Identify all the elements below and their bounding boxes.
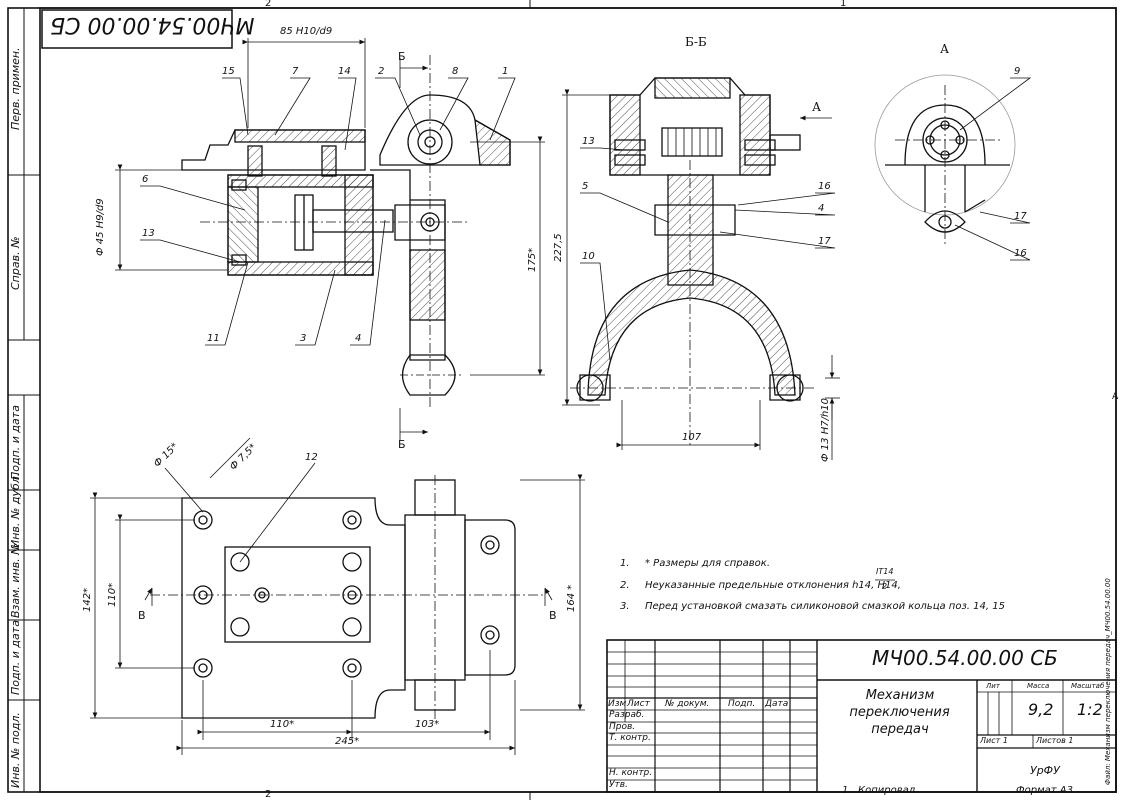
strip-replace-no: Взам. инв. №	[9, 543, 22, 618]
balloon-1: 1	[502, 66, 509, 77]
balloon-14: 14	[338, 66, 351, 77]
title-block	[606, 639, 1117, 793]
strip-dup-no: Инв. № дубл.	[9, 472, 22, 548]
front-dimensions	[115, 38, 545, 440]
hdr-izm: Изм	[608, 699, 627, 709]
view-arrow-a: А	[812, 100, 822, 114]
dim-13: Ф 13 H7/h10	[820, 397, 831, 462]
note-2-num: 2.	[620, 580, 630, 591]
balloon-s13: 13	[582, 136, 595, 147]
mirrored-designation: МЧ00.54.00.00 СБ	[50, 12, 255, 37]
outer-frame	[7, 0, 1117, 800]
zone-mark-top-left: 2	[265, 0, 272, 9]
cut-arrow-top: Б	[398, 50, 406, 63]
col-scale: Масштаб	[1071, 682, 1105, 690]
dim-45: Ф 45 H9/d9	[95, 198, 106, 256]
mass-value: 9,2	[1028, 700, 1054, 719]
balloon-15: 15	[222, 66, 235, 77]
cut-arrow-bottom: Б	[398, 438, 406, 451]
view-arrow-v-right: В	[549, 609, 557, 622]
scale-value: 1:2	[1077, 700, 1103, 719]
balloon-s4: 4	[818, 203, 825, 214]
copied: Копировал	[858, 785, 916, 796]
designation: МЧ00.54.00.00 СБ	[872, 646, 1058, 670]
hdr-sign: Подп.	[728, 699, 756, 709]
view-a	[874, 74, 1016, 245]
zone-mark-right: A	[1112, 392, 1119, 402]
balloon-v17: 17	[1014, 211, 1027, 222]
col-mass: Масса	[1027, 682, 1050, 690]
col-lit: Лит	[986, 682, 1000, 690]
title-line-1: Механизм	[865, 688, 935, 703]
note-2: Неуказанные предельные отклонения h14, H…	[645, 580, 901, 591]
balloon-s16: 16	[818, 181, 831, 192]
note-1: * Размеры для справок.	[645, 558, 771, 569]
mirrored-designation-box	[41, 9, 233, 49]
zone-mark-top-right: 1	[840, 0, 847, 9]
strip-ref-no: Справ. №	[9, 236, 22, 290]
strip-sign-date-2: Подп. и дата	[9, 620, 22, 695]
side-note: Файл: Механизм переключения передач_МЧ00…	[1104, 578, 1112, 785]
balloon-v9: 9	[1014, 66, 1021, 77]
dim-175: 175*	[527, 247, 538, 272]
balloon-4: 4	[355, 333, 362, 344]
organization: УрФУ	[1030, 764, 1060, 777]
balloon-2: 2	[378, 66, 385, 77]
leaders	[140, 77, 1032, 361]
balloon-s10: 10	[582, 251, 595, 262]
strip-first-use: Перв. примен.	[9, 47, 22, 130]
balloon-13: 13	[142, 228, 155, 239]
title-line-2: переключения	[849, 705, 950, 720]
dim-142: 142*	[82, 587, 93, 612]
hdr-doc: № докум.	[665, 699, 710, 709]
role-norm-control: Н. контр.	[609, 768, 653, 778]
view-arrow-v-left: В	[138, 609, 146, 622]
role-approved: Утв.	[609, 780, 628, 790]
sheets-label: Листов 1	[1036, 736, 1074, 745]
hdr-list: Лист	[627, 699, 650, 709]
dim-164: 164 *	[566, 584, 577, 612]
section-dimensions	[562, 89, 840, 460]
dim-110-v: 110*	[107, 582, 118, 607]
dim-103: 103*	[415, 719, 440, 730]
note-2-frac-bottom: 2	[882, 582, 888, 591]
dim-110-h: 110*	[270, 719, 295, 730]
copied-num: 1	[842, 785, 849, 796]
role-developer: Разраб.	[609, 710, 645, 720]
dim-107: 107	[682, 432, 702, 443]
role-checker: Пров.	[609, 722, 636, 732]
zone-mark-bottom-left: 2	[265, 789, 272, 800]
dim-85: 85 H10/d9	[280, 26, 333, 37]
balloon-s17: 17	[818, 236, 831, 247]
note-3: Перед установкой смазать силиконовой сма…	[645, 601, 1005, 612]
plan-dimensions	[90, 437, 585, 755]
note-3-num: 3.	[620, 601, 630, 612]
role-tech-control: Т. контр.	[609, 733, 651, 743]
view-label: А	[940, 42, 950, 56]
hdr-date: Дата	[765, 699, 789, 709]
front-view	[181, 55, 511, 410]
note-1-num: 1.	[620, 558, 630, 569]
format: Формат А3	[1016, 785, 1073, 796]
balloon-3: 3	[300, 333, 307, 344]
strip-sign-date-1: Подп. и дата	[9, 405, 22, 480]
note-2-frac-top: IT14	[876, 567, 894, 576]
section-label: Б-Б	[685, 35, 707, 49]
dim-227: 227,5	[553, 233, 564, 262]
balloon-p12: 12	[305, 452, 318, 463]
strip-orig-no: Инв. № подл.	[9, 712, 22, 788]
balloon-6: 6	[142, 174, 149, 185]
balloon-7: 7	[292, 66, 299, 77]
balloon-s5: 5	[582, 181, 589, 192]
section-b-b	[570, 77, 815, 445]
balloon-8: 8	[452, 66, 459, 77]
title-line-3: передач	[871, 722, 929, 737]
sheet-label: Лист 1	[980, 736, 1008, 745]
balloon-v16: 16	[1014, 248, 1027, 259]
balloon-11: 11	[207, 333, 220, 344]
plan-view	[150, 475, 545, 720]
dim-245: 245*	[335, 736, 360, 747]
